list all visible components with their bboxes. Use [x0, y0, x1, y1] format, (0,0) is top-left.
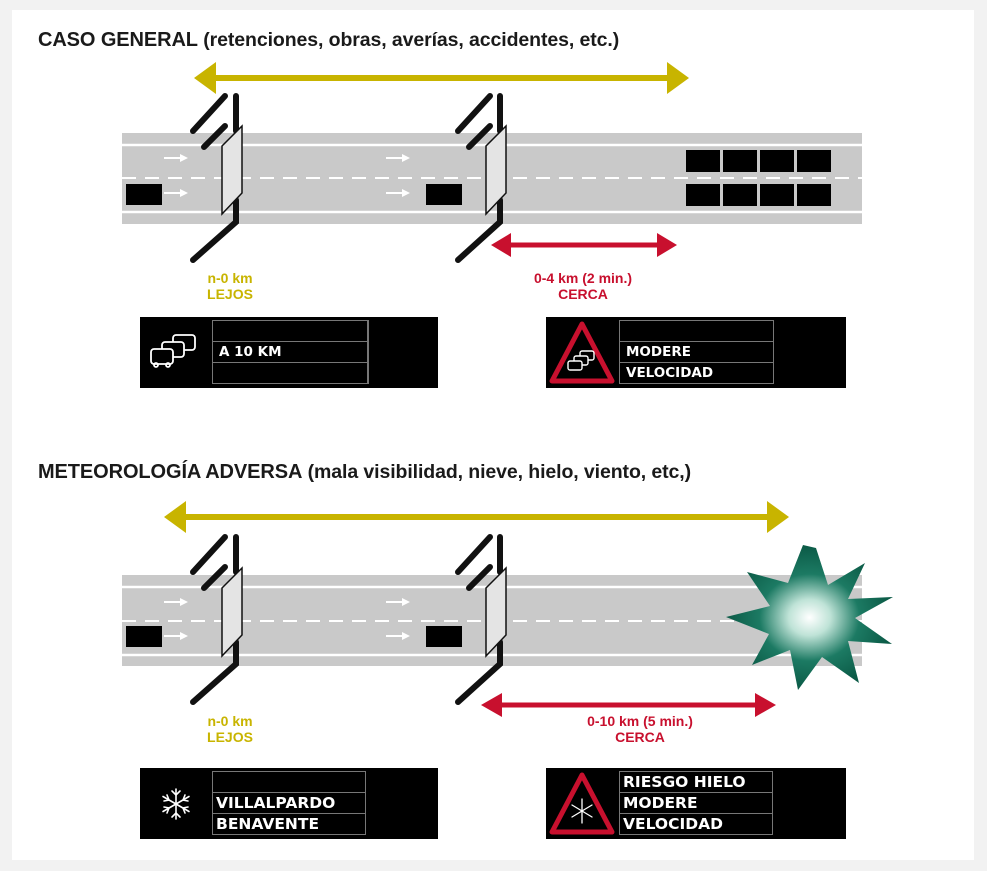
- far-word-2: LEJOS: [207, 729, 253, 745]
- vms-near-1-line-3: VELOCIDAD: [619, 362, 774, 384]
- vms-near-2-line-1: RIESGO HIELO: [619, 771, 773, 793]
- vms-sign-near-1: MODERE VELOCIDAD: [546, 317, 846, 388]
- vms-far-2-line-3: BENAVENTE: [212, 813, 366, 835]
- lane-arrows-1: [164, 154, 410, 197]
- near-word-2: CERCA: [615, 729, 665, 745]
- section-2-heading-lead: METEOROLOGÍA ADVERSA: [38, 461, 303, 483]
- near-range-arrow-2: [481, 693, 776, 717]
- section-1-heading: CASO GENERAL (retenciones, obras, avería…: [38, 29, 619, 52]
- warning-triangle-traffic-icon: [549, 321, 615, 384]
- near-distance-2: 0-10 km (5 min.): [587, 713, 693, 729]
- far-distance-1: n-0 km: [207, 270, 253, 286]
- far-word-1: LEJOS: [207, 286, 253, 302]
- gantry-2a: [190, 534, 243, 705]
- section-1-heading-lead: CASO GENERAL: [38, 29, 198, 51]
- section-1-heading-rest: (retenciones, obras, averías, accidentes…: [203, 29, 620, 51]
- vms-far-2-line-1: [212, 771, 366, 793]
- section-2-heading: METEOROLOGÍA ADVERSA (mala visibilidad, …: [38, 461, 691, 484]
- far-label-2: n-0 km LEJOS: [185, 713, 275, 745]
- far-range-arrow-1: [194, 62, 689, 94]
- vms-far-1-line-1: [212, 320, 368, 342]
- near-word-1: CERCA: [558, 286, 608, 302]
- vms-far-1-line-2: A 10 KM: [212, 341, 368, 363]
- traffic-queue-1: [686, 150, 831, 206]
- near-label-1: 0-4 km (2 min.) CERCA: [508, 270, 658, 302]
- vehicle-2a: [126, 626, 162, 647]
- vehicle-2b: [426, 626, 462, 647]
- vms-near-1-line-1: [619, 320, 774, 342]
- hazard-burst-icon: [726, 545, 893, 690]
- vehicle-1a: [126, 184, 162, 205]
- vms-near-2-line-3: VELOCIDAD: [619, 813, 773, 835]
- vms-far-1-line-3: [212, 362, 368, 384]
- gantry-1a: [190, 93, 243, 263]
- vms-near-2-line-2: MODERE: [619, 792, 773, 814]
- section-2-heading-rest: (mala visibilidad, nieve, hielo, viento,…: [307, 461, 691, 483]
- lane-arrows-2: [164, 598, 410, 640]
- near-distance-1: 0-4 km (2 min.): [533, 270, 633, 286]
- vehicle-1b: [426, 184, 462, 205]
- far-range-arrow-2: [164, 501, 789, 533]
- traffic-jam-icon: [150, 334, 196, 368]
- far-label-1: n-0 km LEJOS: [185, 270, 275, 302]
- vms-near-1-line-2: MODERE: [619, 341, 774, 363]
- near-label-2: 0-10 km (5 min.) CERCA: [560, 713, 720, 745]
- gantry-1b: [455, 93, 507, 263]
- snowflake-icon: [162, 788, 190, 820]
- near-range-arrow-1: [491, 233, 677, 257]
- far-distance-2: n-0 km: [207, 713, 253, 729]
- vms-sign-far-2: VILLALPARDO BENAVENTE: [140, 768, 438, 839]
- gantry-2b: [455, 534, 507, 705]
- warning-triangle-snowflake-icon: [549, 772, 615, 835]
- vms-sign-near-2: RIESGO HIELO MODERE VELOCIDAD: [546, 768, 846, 839]
- vms-far-2-line-2: VILLALPARDO: [212, 792, 366, 814]
- vms-sign-far-1: A 10 KM: [140, 317, 438, 388]
